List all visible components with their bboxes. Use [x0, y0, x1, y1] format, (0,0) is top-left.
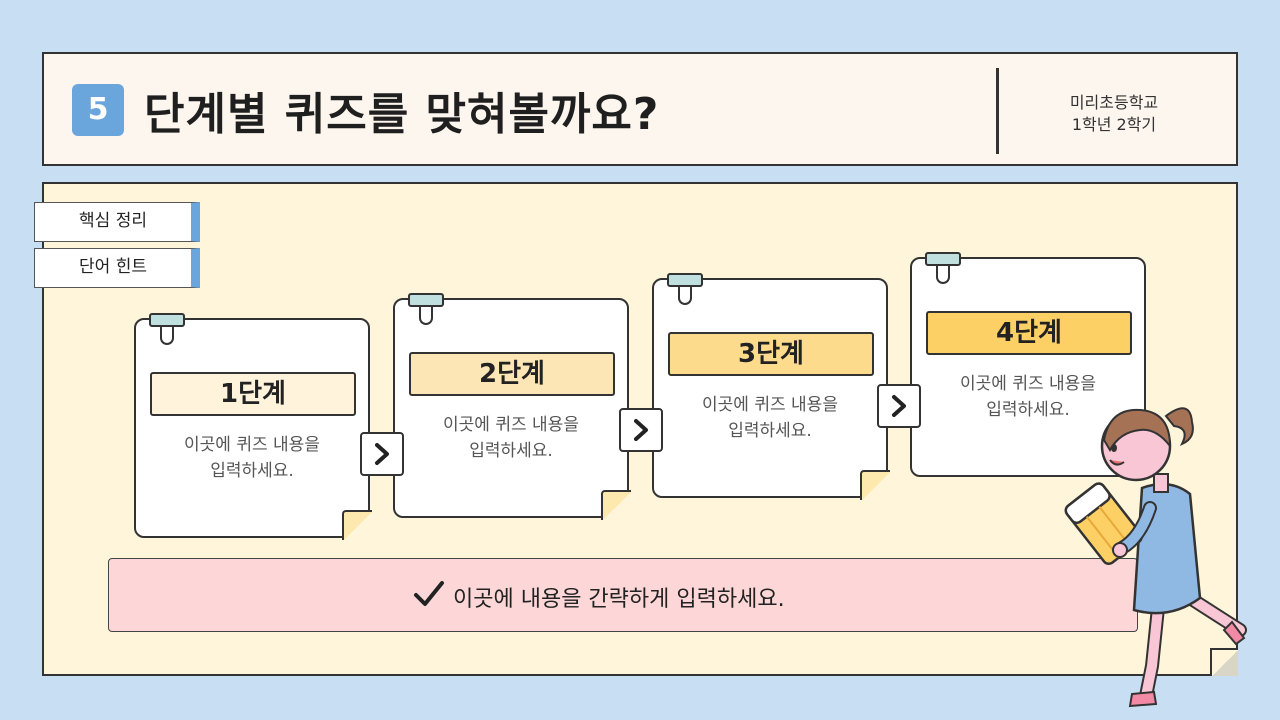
step-card-3[interactable]: 3단계 이곳에 퀴즈 내용을 입력하세요. — [652, 273, 890, 500]
running-girl-illustration — [1064, 407, 1247, 708]
step-card-1[interactable]: 1단계 이곳에 퀴즈 내용을 입력하세요. — [134, 313, 372, 540]
card-corner-fold — [860, 470, 890, 500]
step-description-line: 입력하세요. — [728, 421, 812, 441]
binder-clip-icon — [149, 313, 185, 345]
binder-clip-icon — [667, 273, 703, 305]
binder-clip-icon — [925, 252, 961, 284]
school-name: 미리초등학교 — [1069, 93, 1159, 112]
tab-word-hint[interactable]: 단어 힌트 — [34, 248, 200, 288]
step-description-line: 입력하세요. — [210, 461, 294, 481]
next-step-button-3[interactable] — [877, 384, 921, 428]
summary-text: 이곳에 내용을 간략하게 입력하세요. — [453, 587, 785, 612]
check-icon — [414, 581, 444, 606]
header-divider — [996, 68, 999, 154]
step-description-line: 입력하세요. — [986, 400, 1070, 420]
chevron-right-icon — [375, 443, 389, 465]
summary-bar[interactable]: 이곳에 내용을 간략하게 입력하세요. — [108, 558, 1138, 632]
chevron-right-icon — [634, 419, 648, 441]
step-description-1: 이곳에 퀴즈 내용을 입력하세요. — [136, 432, 368, 484]
page-title: 단계별 퀴즈를 맞혀볼까요? — [144, 89, 660, 140]
binder-clip-icon — [408, 293, 444, 325]
step-description-3: 이곳에 퀴즈 내용을 입력하세요. — [654, 392, 886, 444]
section-number-badge: 5 — [72, 84, 124, 136]
chevron-right-icon — [892, 395, 906, 417]
step-description-line: 이곳에 퀴즈 내용을 — [443, 415, 579, 435]
step-label-3: 3단계 — [668, 332, 874, 376]
card-corner-fold — [601, 490, 631, 520]
page-corner-fold — [1210, 648, 1238, 676]
step-description-2: 이곳에 퀴즈 내용을 입력하세요. — [395, 412, 627, 464]
step-label-2: 2단계 — [409, 352, 615, 396]
step-label-4: 4단계 — [926, 311, 1132, 355]
tab-key-summary[interactable]: 핵심 정리 — [34, 202, 200, 242]
step-description-line: 이곳에 퀴즈 내용을 — [960, 374, 1096, 394]
step-description-line: 입력하세요. — [469, 441, 553, 461]
step-description-4: 이곳에 퀴즈 내용을 입력하세요. — [912, 371, 1144, 423]
step-description-line: 이곳에 퀴즈 내용을 — [702, 395, 838, 415]
step-card-4[interactable]: 4단계 이곳에 퀴즈 내용을 입력하세요. — [910, 252, 1146, 477]
step-label-1: 1단계 — [150, 372, 356, 416]
next-step-button-1[interactable] — [360, 432, 404, 476]
school-info: 미리초등학교 1학년 2학기 — [1034, 92, 1194, 136]
step-description-line: 이곳에 퀴즈 내용을 — [184, 435, 320, 455]
title-header: 5 단계별 퀴즈를 맞혀볼까요? 미리초등학교 1학년 2학기 — [42, 52, 1238, 166]
next-step-button-2[interactable] — [619, 408, 663, 452]
step-card-2[interactable]: 2단계 이곳에 퀴즈 내용을 입력하세요. — [393, 293, 631, 520]
grade-semester: 1학년 2학기 — [1071, 115, 1157, 134]
card-corner-fold — [342, 510, 372, 540]
